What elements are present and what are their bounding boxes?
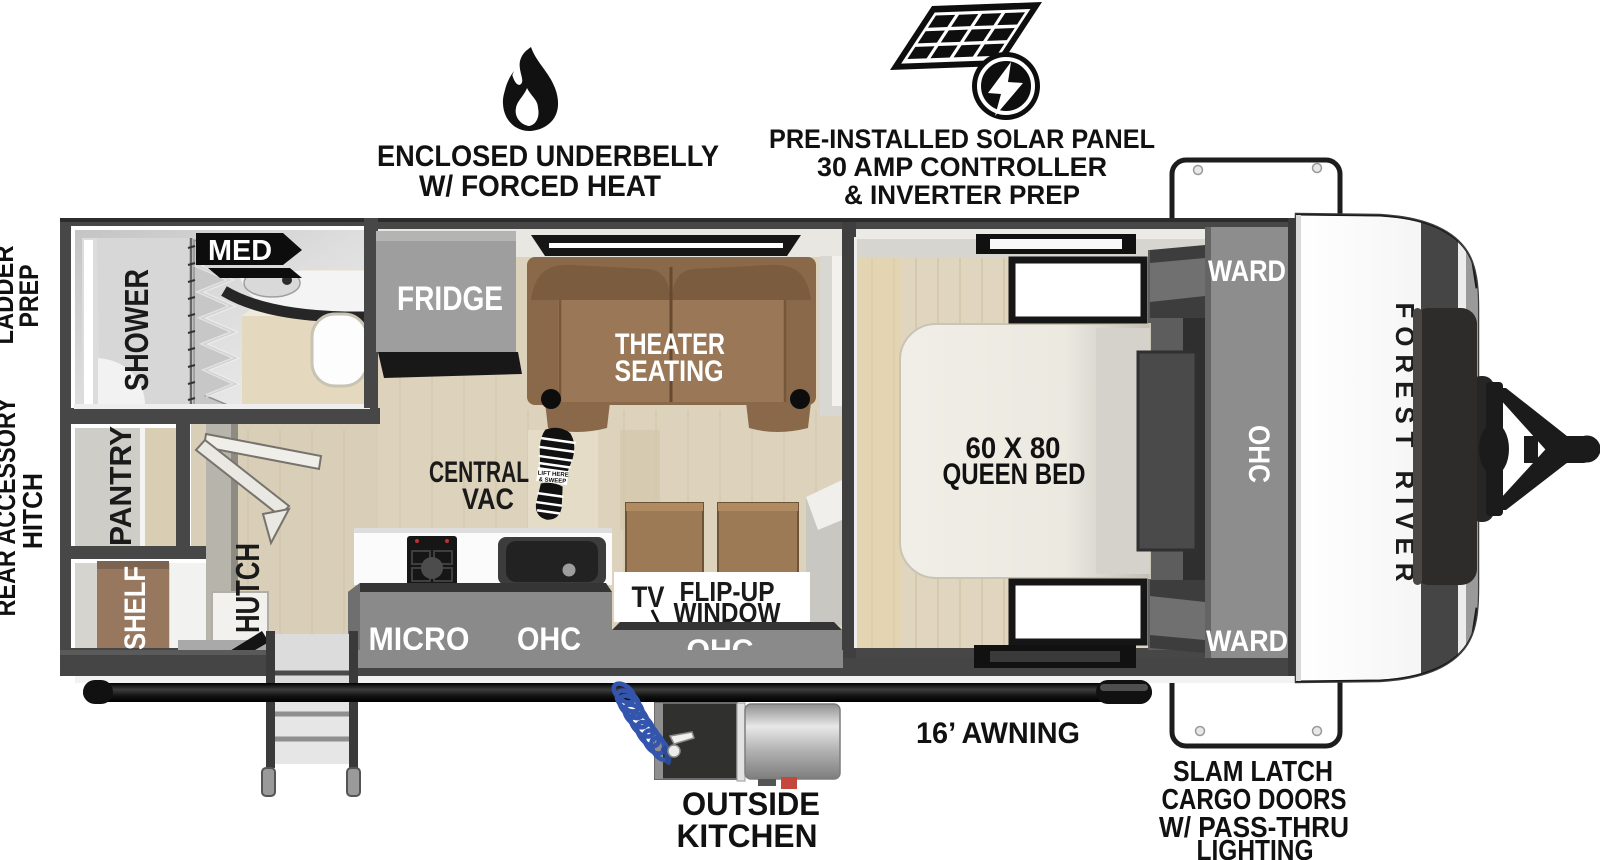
svg-text:PREP: PREP	[14, 265, 44, 328]
svg-text:QUEEN BED: QUEEN BED	[943, 458, 1086, 491]
svg-text:60 X 80: 60 X 80	[966, 432, 1061, 465]
svg-text:VAC: VAC	[462, 483, 514, 516]
svg-text:REAR ACCESSORY: REAR ACCESSORY	[0, 397, 21, 616]
svg-text:PANTRY: PANTRY	[103, 426, 138, 546]
svg-text:& INVERTER PREP: & INVERTER PREP	[844, 180, 1080, 210]
svg-text:WARD: WARD	[1206, 625, 1288, 658]
svg-text:HITCH: HITCH	[17, 473, 48, 549]
svg-text:KITCHEN: KITCHEN	[677, 818, 818, 854]
svg-text:PRE-INSTALLED SOLAR PANEL: PRE-INSTALLED SOLAR PANEL	[769, 124, 1155, 154]
svg-text:HUTCH: HUTCH	[229, 543, 266, 633]
svg-text:MED: MED	[208, 235, 272, 267]
svg-text:OUTSIDE: OUTSIDE	[682, 786, 820, 822]
svg-text:& SWEEP: & SWEEP	[538, 477, 566, 485]
svg-text:LIFT HERE: LIFT HERE	[537, 471, 568, 479]
svg-text:TV: TV	[632, 581, 665, 614]
svg-text:16’ AWNING: 16’ AWNING	[916, 717, 1080, 750]
svg-text:SEATING: SEATING	[615, 355, 724, 388]
svg-text:LIGHTING: LIGHTING	[1197, 835, 1314, 860]
svg-text:W/ PASS-THRU: W/ PASS-THRU	[1159, 812, 1349, 844]
svg-text:ENCLOSED UNDERBELLY: ENCLOSED UNDERBELLY	[377, 140, 719, 173]
svg-text:WARD: WARD	[1208, 255, 1286, 288]
svg-text:LADDER: LADDER	[0, 246, 19, 345]
svg-text:FLIP-UP: FLIP-UP	[680, 576, 775, 607]
svg-text:CARGO DOORS: CARGO DOORS	[1162, 784, 1347, 816]
svg-text:W/ FORCED HEAT: W/ FORCED HEAT	[419, 170, 661, 203]
svg-text:OHC: OHC	[1242, 425, 1275, 483]
svg-text:SHELF: SHELF	[119, 566, 152, 650]
svg-text:THEATER: THEATER	[615, 328, 725, 361]
svg-text:SHOWER: SHOWER	[118, 269, 155, 391]
svg-text:SLAM LATCH: SLAM LATCH	[1173, 756, 1333, 788]
svg-text:CENTRAL: CENTRAL	[429, 456, 529, 489]
svg-text:30 AMP CONTROLLER: 30 AMP CONTROLLER	[817, 152, 1107, 182]
svg-text:FRIDGE: FRIDGE	[397, 280, 503, 318]
